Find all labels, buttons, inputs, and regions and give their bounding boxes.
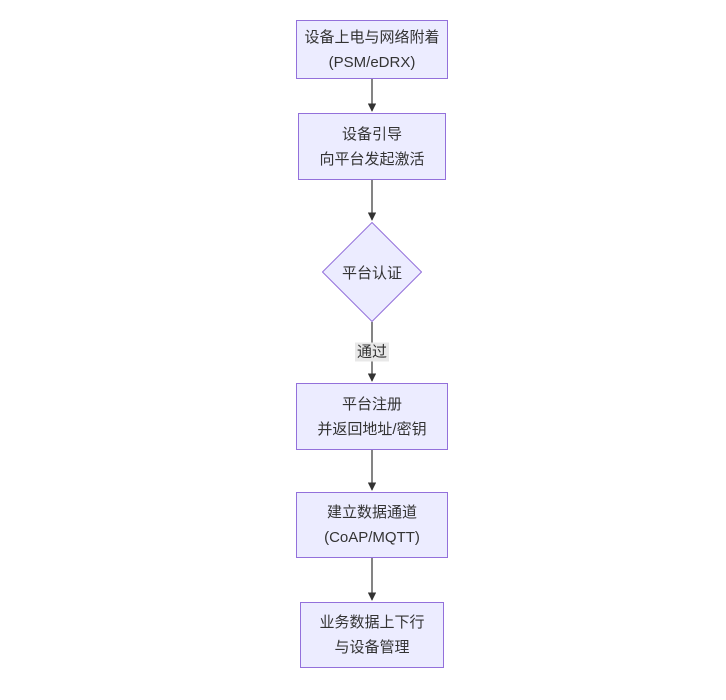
node-label-line: (PSM/eDRX) [328, 53, 416, 71]
diamond-shape [322, 222, 422, 322]
edge-label-pass: 通过 [354, 342, 390, 362]
node-label-line: 并返回地址/密钥 [317, 420, 427, 438]
node-label-line: 设备引导 [341, 125, 402, 143]
node-power-attach: 设备上电与网络附着 (PSM/eDRX) [296, 20, 448, 79]
node-bootstrap: 设备引导 向平台发起激活 [298, 113, 446, 180]
node-label-line: 设备上电与网络附着 [304, 28, 440, 46]
node-platform-auth: 平台认证 [322, 222, 422, 322]
node-label-line: 平台认证 [341, 264, 402, 282]
node-data-channel: 建立数据通道 (CoAP/MQTT) [296, 492, 448, 558]
node-label-line: 建立数据通道 [326, 504, 417, 521]
node-label-line: 与设备管理 [334, 639, 410, 656]
node-label-line: 业务数据上下行 [319, 614, 425, 631]
node-label-line: (CoAP/MQTT) [324, 529, 420, 546]
node-business-data: 业务数据上下行 与设备管理 [300, 602, 444, 668]
node-label-line: 平台注册 [341, 395, 402, 413]
node-platform-register: 平台注册 并返回地址/密钥 [296, 383, 448, 450]
node-label-line: 向平台发起激活 [319, 150, 425, 168]
